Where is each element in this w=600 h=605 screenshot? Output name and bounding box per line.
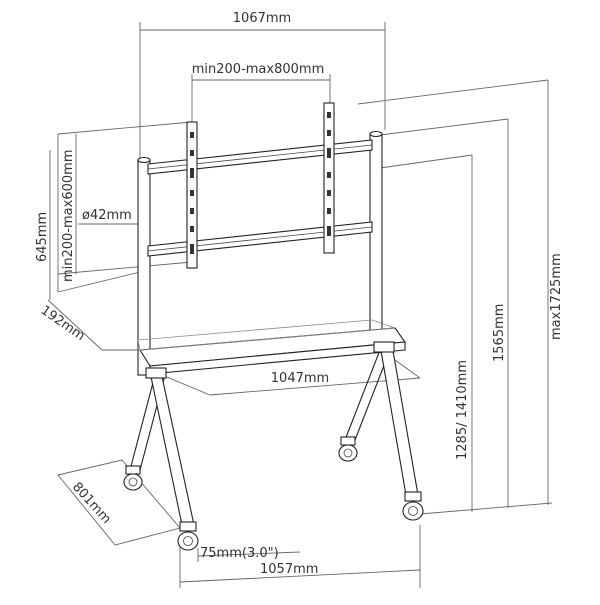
- label-pole-diameter: ø42mm: [82, 208, 132, 223]
- rail-slot: [190, 168, 194, 178]
- dim-shelf-width-line: [209, 377, 421, 396]
- left-pole: [137, 159, 151, 376]
- dimension-lines: [47, 22, 553, 588]
- label-mount-height: 645mm: [35, 212, 50, 262]
- caster-rear-left: [123, 465, 143, 491]
- label-vesa-vertical: min200-max600mm: [61, 150, 76, 282]
- label-caster-size: 75mm(3.0"): [200, 546, 279, 561]
- caster-front-left: [177, 521, 199, 551]
- caster-rear-right: [338, 436, 358, 462]
- rail-slot: [327, 190, 331, 196]
- rail-slot: [327, 208, 331, 214]
- rail-slot: [190, 132, 194, 138]
- left-leg-joint: [145, 367, 167, 379]
- rail-slot: [190, 208, 194, 214]
- rail-slot: [327, 112, 331, 118]
- label-vesa-horizontal: min200-max800mm: [192, 62, 324, 77]
- label-top-width: 1067mm: [233, 11, 291, 26]
- rail-slot: [190, 190, 194, 196]
- dimension-labels: 1067mm min200-max800mm min200-max600mm 6…: [35, 11, 564, 577]
- upper-crossbar-mid: [147, 144, 373, 170]
- rail-slot: [327, 226, 331, 236]
- right-vesa-rail-slots: [327, 112, 331, 236]
- ref-line-floor: [419, 502, 553, 515]
- rail-slot: [327, 148, 331, 158]
- dim-shelf-width-ext-right: [394, 359, 421, 379]
- caster-front-right: [402, 491, 424, 521]
- rear-right-leg-upper: [344, 349, 381, 441]
- dim-caster-line: [197, 551, 301, 557]
- ref-line-max: [357, 79, 549, 105]
- screen-outline-bottom: [57, 271, 141, 293]
- screen-outline-lower: [57, 261, 193, 275]
- label-height-max: max1725mm: [549, 253, 564, 340]
- front-left-leg: [149, 371, 195, 526]
- rail-slot: [190, 226, 194, 232]
- rail-slot: [327, 130, 331, 136]
- lower-crossbar-mid: [147, 226, 373, 252]
- left-pole-cap: [137, 156, 151, 164]
- ref-line-mid: [379, 118, 509, 136]
- rail-slot: [327, 172, 331, 178]
- shelf-back-lip: [137, 319, 396, 351]
- right-pole-cap: [369, 130, 383, 138]
- label-height-mid: 1565mm: [492, 304, 507, 362]
- screen-outline-top: [57, 121, 193, 135]
- rail-slot: [190, 244, 194, 254]
- label-shelf-depth: 192mm: [38, 303, 88, 344]
- label-shelf-width: 1047mm: [271, 371, 329, 386]
- rail-slot: [190, 150, 194, 156]
- right-leg-joint: [373, 341, 395, 353]
- right-pole: [369, 133, 383, 350]
- left-vesa-rail-slots: [190, 132, 194, 254]
- rear-left-leg-upper: [129, 374, 156, 471]
- dim-base-width-line: [179, 569, 421, 583]
- label-base-width: 1057mm: [260, 562, 318, 577]
- stand: [123, 102, 424, 551]
- label-height-range: 1285/ 1410mm: [455, 360, 470, 460]
- dim-base-depth-box: [57, 459, 181, 546]
- dim-shelf-depth-line: [47, 299, 103, 351]
- ref-line-low: [379, 154, 473, 169]
- front-right-leg: [379, 344, 419, 496]
- label-base-depth: 801mm: [69, 480, 114, 527]
